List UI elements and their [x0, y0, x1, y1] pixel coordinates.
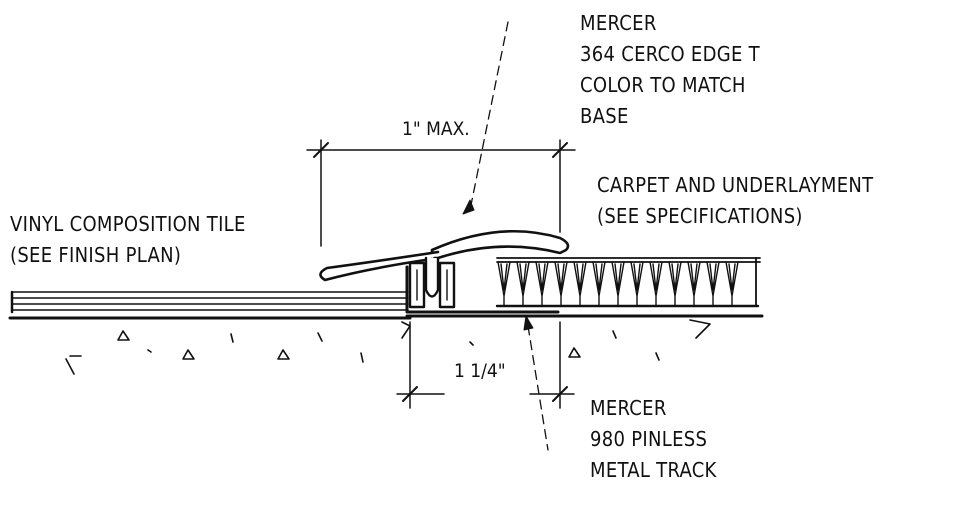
- carpet-tuft: [573, 261, 587, 307]
- track-label-line: METAL TRACK: [590, 458, 717, 482]
- track-label-line: 980 PINLESS: [590, 427, 708, 451]
- trim-label-line: BASE: [580, 104, 629, 128]
- track-leader: [523, 315, 549, 451]
- vinyl-label-line: VINYL COMPOSITION TILE: [10, 212, 246, 236]
- carpet-tuft: [554, 261, 568, 307]
- carpet-tuft: [535, 261, 549, 307]
- carpet-tuft: [687, 261, 701, 307]
- dimension-1-inch-max: [306, 139, 576, 247]
- carpet-tuft: [630, 261, 644, 307]
- carpet-tuft: [725, 261, 739, 307]
- vinyl-label: VINYL COMPOSITION TILE (SEE FINISH PLAN): [10, 209, 246, 271]
- dimension-1-1-4: [396, 321, 575, 409]
- carpet-tuft: [516, 261, 530, 307]
- track-label: MERCER 980 PINLESS METAL TRACK: [590, 393, 717, 486]
- carpet-tuft: [592, 261, 606, 307]
- dimension-max-text: 1" MAX.: [402, 118, 470, 140]
- carpet-tuft: [668, 261, 682, 307]
- carpet-tuft: [611, 261, 625, 307]
- carpet-label-line: (SEE SPECIFICATIONS): [597, 204, 803, 228]
- track-label-line: MERCER: [590, 396, 667, 420]
- vinyl-tile: [10, 290, 409, 314]
- carpet-label-line: CARPET AND UNDERLAYMENT: [597, 173, 874, 197]
- edge-trim: [319, 230, 570, 298]
- carpet-tufts: [497, 261, 739, 307]
- trim-leader: [462, 21, 509, 215]
- carpet-tuft: [706, 261, 720, 307]
- dimension-track-text: 1 1/4": [454, 360, 506, 382]
- concrete-aggregate: [65, 319, 711, 375]
- metal-track: [405, 261, 562, 318]
- trim-label: MERCER 364 CERCO EDGE T COLOR TO MATCH B…: [580, 8, 760, 132]
- carpet-label: CARPET AND UNDERLAYMENT (SEE SPECIFICATI…: [597, 170, 873, 232]
- trim-label-line: COLOR TO MATCH: [580, 73, 746, 97]
- carpet-tuft: [649, 261, 663, 307]
- trim-label-line: 364 CERCO EDGE T: [580, 42, 760, 66]
- trim-label-line: MERCER: [580, 11, 657, 35]
- carpet-tuft: [497, 261, 511, 307]
- carpet: [495, 257, 761, 308]
- vinyl-label-line: (SEE FINISH PLAN): [10, 243, 182, 267]
